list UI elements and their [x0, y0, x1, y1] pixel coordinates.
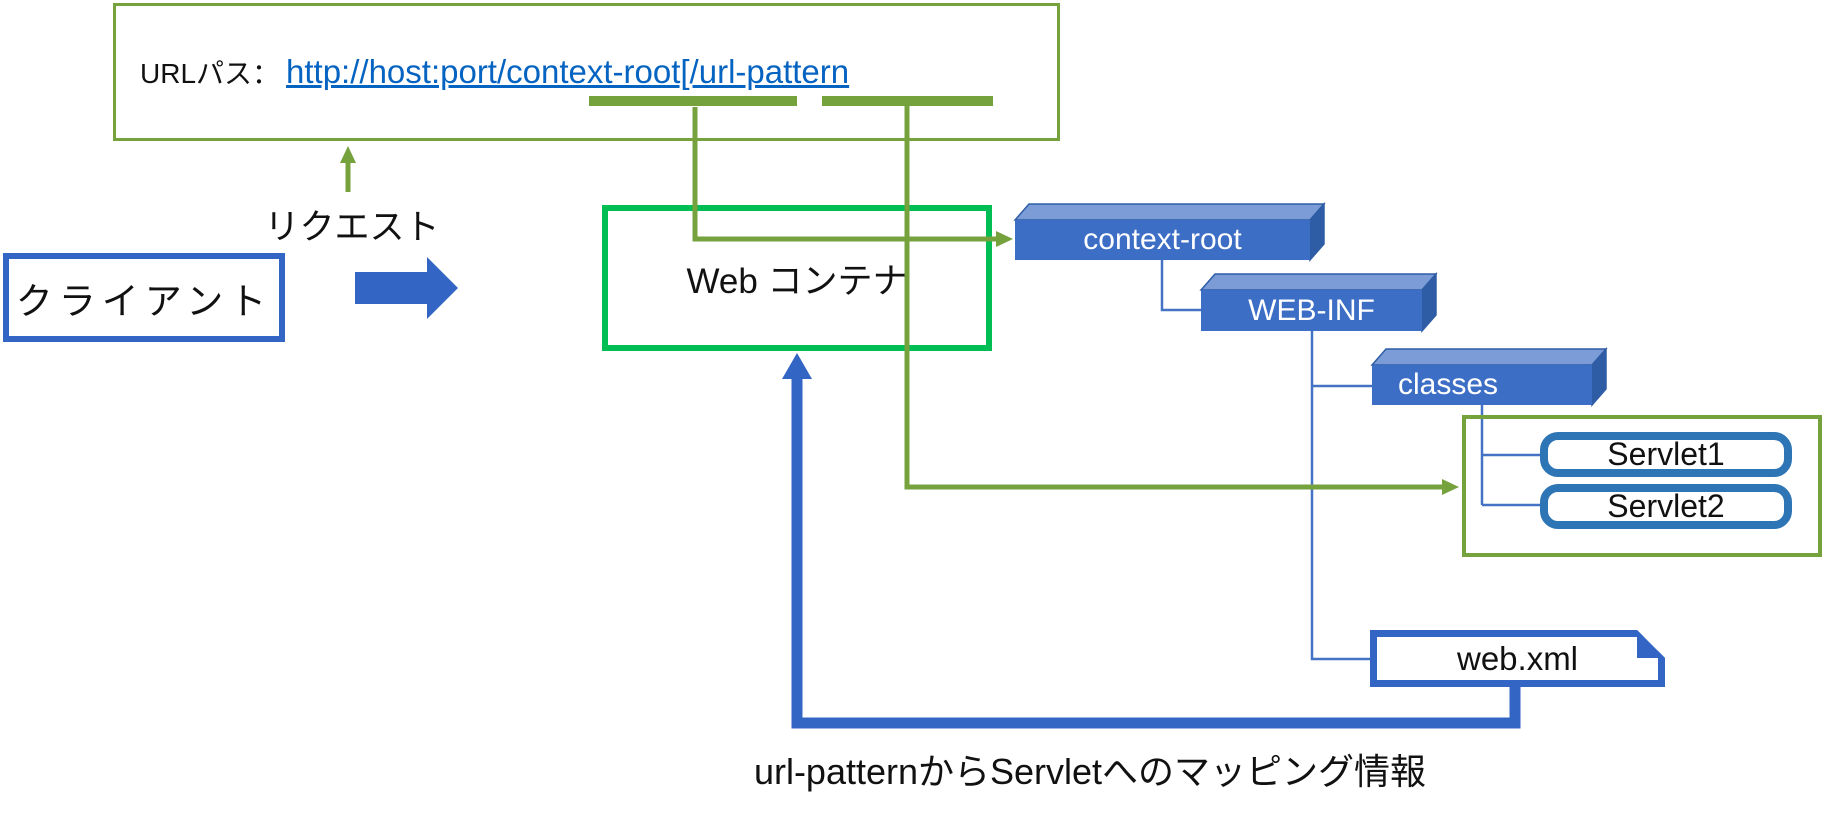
- client-box: クライアント: [3, 253, 285, 342]
- context-root-label: context-root: [1083, 223, 1242, 256]
- request-up-arrowhead: [340, 146, 356, 163]
- context-root-3d-top: [1013, 203, 1326, 221]
- connector-contextroot-webinf: [1160, 260, 1201, 312]
- servlet2-label: Servlet2: [1607, 488, 1725, 524]
- servlet2-node: Servlet2: [1540, 484, 1792, 529]
- url-pattern-mapping-arrowhead: [1442, 479, 1459, 495]
- connector-webinf-webxml: [1310, 331, 1370, 661]
- url-path-label: URLパス：: [140, 58, 281, 89]
- request-right-arrow: [355, 257, 458, 319]
- web-xml-label: web.xml: [1456, 639, 1579, 677]
- mapping-caption: url-patternからServletへのマッピング情報: [753, 751, 1427, 792]
- servlet1-label: Servlet1: [1607, 436, 1725, 472]
- url-path-box: URLパス： http://host:port/context-root[/ur…: [113, 3, 1060, 141]
- request-label: リクエスト: [264, 208, 440, 247]
- url-path-link[interactable]: http://host:port/context-root[/url-patte…: [286, 53, 850, 90]
- classes-3d-top: [1370, 348, 1608, 366]
- webxml-mapping-return-arrowhead: [782, 353, 812, 379]
- web-inf-label: WEB-INF: [1248, 293, 1375, 327]
- servlet1-node: Servlet1: [1540, 432, 1792, 477]
- classes-node: classes: [1372, 365, 1592, 405]
- classes-3d-side: [1591, 347, 1607, 407]
- context-root-node: context-root: [1015, 220, 1310, 260]
- web-xml-node: web.xml: [1370, 630, 1665, 687]
- context-root-3d-side: [1309, 202, 1325, 262]
- classes-label: classes: [1398, 368, 1499, 401]
- web-inf-3d-top: [1199, 273, 1438, 291]
- web-inf-node: WEB-INF: [1201, 290, 1422, 331]
- web-container-box: Web コンテナ: [602, 205, 992, 351]
- web-container-label: Web コンテナ: [686, 261, 908, 301]
- context-root-mapping-arrowhead: [996, 231, 1013, 247]
- web-inf-3d-side: [1421, 272, 1437, 333]
- client-label: クライアント: [15, 280, 273, 322]
- web-xml-fold-corner: [1637, 630, 1665, 658]
